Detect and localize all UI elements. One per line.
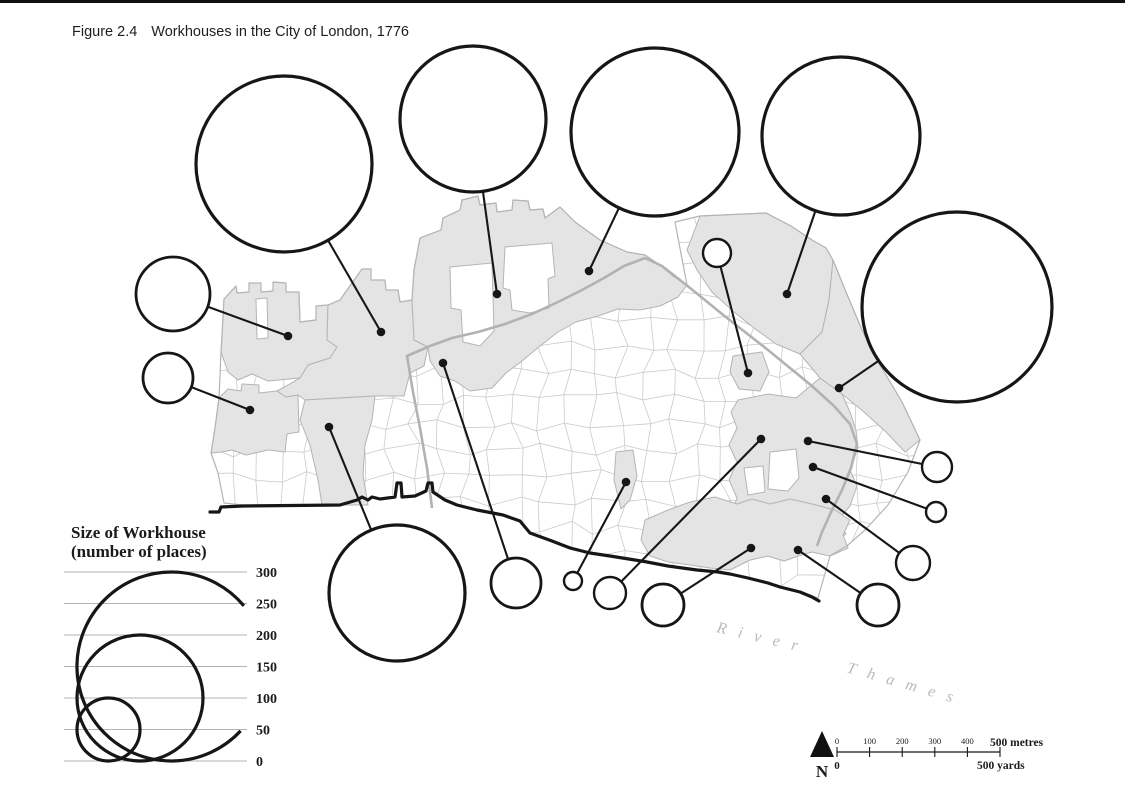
legend-tick-label: 300	[256, 566, 277, 581]
legend-circle	[75, 570, 246, 763]
legend-tick-label: 250	[256, 598, 277, 613]
leader-line	[442, 362, 517, 584]
workhouse-circle	[194, 74, 374, 254]
scalebar-tick-label: 100	[863, 736, 876, 746]
anchor-dot	[746, 543, 756, 553]
anchor-dot	[584, 266, 594, 276]
workhouse-circle	[592, 575, 628, 611]
workhouse-circle	[327, 523, 467, 663]
workhouse-circle	[924, 500, 948, 524]
white-parish	[743, 465, 766, 496]
leader-line-layer	[167, 118, 958, 606]
legend-circle	[75, 633, 205, 763]
workhouse-circle	[141, 351, 195, 405]
workhouse-circle	[855, 582, 901, 628]
legend-circle	[75, 696, 142, 763]
figure-title: Figure 2.4 Workhouses in the City of Lond…	[72, 24, 409, 40]
white-parish	[449, 262, 495, 347]
workhouse-circle	[398, 44, 548, 194]
workhouse-circle	[134, 255, 212, 333]
white-parish	[502, 242, 556, 314]
scalebar-tick-label: 400	[961, 736, 974, 746]
city-wall	[405, 256, 859, 547]
anchor-dot	[245, 405, 255, 415]
leader-line	[609, 438, 762, 594]
scalebar-tick-label: 300	[928, 736, 941, 746]
scalebar-yards-label: 500 yards	[977, 760, 1025, 772]
legend-tick-label: 100	[256, 692, 277, 707]
leader-line	[572, 481, 627, 582]
workhouse-circle	[894, 544, 932, 582]
anchor-dot	[438, 358, 448, 368]
legend-tick-label: 50	[256, 724, 270, 739]
workhouse-circle	[701, 237, 733, 269]
workhouse-circle	[860, 210, 1054, 404]
scalebar-tick-label: 200	[896, 736, 909, 746]
north-arrow-icon	[810, 731, 834, 757]
legend-tick-label: 150	[256, 661, 277, 676]
figure-caption: Workhouses in the City of London, 1776	[151, 24, 409, 40]
anchor-dot	[492, 289, 502, 299]
top-border-rule	[0, 0, 1125, 3]
anchor-dot	[376, 327, 386, 337]
workhouse-circle	[569, 46, 741, 218]
workhouse-circle	[640, 582, 686, 628]
white-parish	[255, 297, 269, 340]
anchor-dot	[808, 462, 818, 472]
legend-tick-label: 0	[256, 755, 263, 770]
north-label: N	[816, 762, 829, 781]
anchor-dot	[621, 477, 631, 487]
figure-number: Figure 2.4	[72, 24, 138, 40]
legend-layer: 300 250 200 150 100 50 0	[64, 566, 277, 770]
workhouse-circle-layer	[134, 44, 1054, 663]
anchor-dot	[756, 434, 766, 444]
legend-tick-label: 200	[256, 629, 277, 644]
workhouse-circle	[489, 556, 543, 610]
river-label-word2: Thames	[845, 660, 967, 710]
anchor-dot	[793, 545, 803, 555]
scalebar-layer: 0 100 200 300 400	[810, 731, 1001, 757]
thames-shoreline	[208, 481, 821, 603]
river-label-word1: River	[714, 619, 811, 657]
legend-title-line2: (number of places)	[71, 542, 207, 561]
anchor-dot	[834, 383, 844, 393]
anchor-dot	[324, 422, 334, 432]
scalebar-metres-label: 500 metres	[990, 737, 1044, 749]
leader-line	[715, 252, 750, 374]
anchor-dot	[782, 289, 792, 299]
workhouse-circle	[920, 450, 954, 484]
leader-line	[807, 439, 938, 469]
anchor-dot	[803, 436, 813, 446]
legend-title-line1: Size of Workhouse	[71, 523, 206, 542]
anchor-dot	[743, 368, 753, 378]
shaded-parish	[210, 383, 300, 456]
anchor-dot	[283, 331, 293, 341]
anchor-dot	[821, 494, 831, 504]
scalebar-yards-zero: 0	[834, 760, 840, 772]
scalebar-tick-label: 0	[835, 736, 839, 746]
workhouse-circle	[760, 55, 922, 217]
workhouse-circle	[562, 570, 584, 592]
white-parish	[767, 448, 800, 492]
leader-line	[812, 466, 937, 513]
